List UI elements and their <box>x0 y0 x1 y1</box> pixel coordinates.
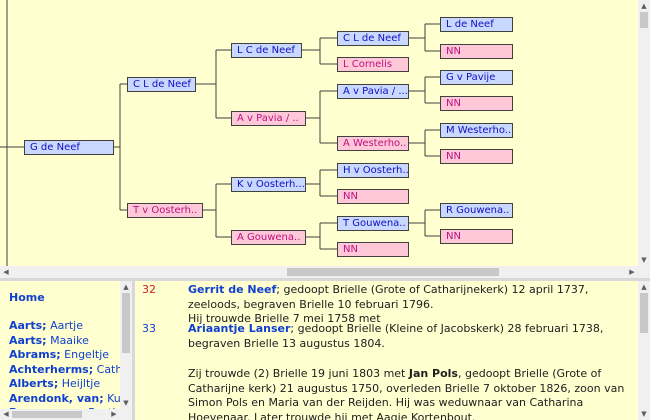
person-box-root[interactable]: G de Neef <box>24 140 114 155</box>
entry-text: Zij trouwde (2) Brielle 19 juni 1803 met <box>188 367 409 380</box>
person-entry: Ariaantje Lanser; gedoopt Brielle (Klein… <box>188 322 638 351</box>
index-surname: Aarts; <box>9 319 47 332</box>
index-surname: Alberts; <box>9 377 59 390</box>
person-box-father[interactable]: C L de Neef <box>127 77 196 92</box>
entry-text: , gedoopt Brielle (Grote of <box>457 367 602 380</box>
entry-line: Hij trouwde Brielle 7 mei 1758 met <box>188 312 381 325</box>
scroll-up-icon[interactable]: ▲ <box>123 283 129 291</box>
index-given: Heijltje <box>61 377 101 390</box>
person-box-gen2-3[interactable]: K v Oosterh... <box>231 177 306 192</box>
person-box-gen4-2[interactable]: NN <box>440 44 513 59</box>
entry-text: ; gedoopt Brielle (Kleine of Jacobskerk)… <box>290 322 604 335</box>
index-surname: Aarts; <box>9 333 47 347</box>
ancestor-number: 32 <box>142 283 156 296</box>
marriage-entry: Zij trouwde (2) Brielle 19 juni 1803 met… <box>188 367 638 420</box>
person-box-gen4-8[interactable]: NN <box>440 229 513 244</box>
tree-vertical-scrollbar[interactable]: ▲ ▼ <box>638 0 650 278</box>
index-given: Maaike <box>50 333 89 347</box>
scroll-thumb[interactable] <box>12 411 82 418</box>
index-given: Cath <box>96 362 121 376</box>
person-box-gen4-5[interactable]: M Westerho.. <box>440 123 513 138</box>
person-box-gen3-7[interactable]: T Gouwena.. <box>337 216 409 231</box>
index-vertical-scrollbar[interactable]: ▲ ▼ <box>120 281 132 409</box>
scroll-thumb[interactable] <box>122 293 130 353</box>
person-box-mother[interactable]: T v Oosterh.. <box>127 203 203 218</box>
scroll-down-icon[interactable]: ▼ <box>641 256 647 264</box>
name-index-pane: Home Aarts; Aartje Aarts; Maaike Abrams;… <box>0 281 132 420</box>
entry-line: Hoevenaar. Later trouwde hij met Aagje K… <box>188 410 476 420</box>
person-box-gen4-4[interactable]: NN <box>440 96 513 111</box>
person-box-gen4-3[interactable]: G v Pavije <box>440 70 513 85</box>
index-surname: Arendonk, van; <box>9 391 104 405</box>
index-entry[interactable]: Aarts; Maaike <box>9 334 121 349</box>
scroll-thumb[interactable] <box>287 268 499 276</box>
person-box-gen2-1[interactable]: L C de Neef <box>231 43 302 58</box>
scroll-down-icon[interactable]: ▼ <box>641 410 647 418</box>
person-box-gen2-2[interactable]: A v Pavia / .. <box>231 111 306 126</box>
person-box-gen3-2[interactable]: L Cornelis <box>337 57 409 72</box>
scroll-up-icon[interactable]: ▲ <box>641 2 647 10</box>
scroll-up-icon[interactable]: ▲ <box>641 283 647 291</box>
index-entry[interactable]: Arendonk, van; Ku <box>9 392 121 407</box>
index-horizontal-scrollbar[interactable]: ◀ ▶ <box>0 409 132 420</box>
entry-line: Catharijne kerk) 21 augustus 1750, overl… <box>188 381 625 395</box>
home-link[interactable]: Home <box>9 291 45 304</box>
index-given: Aartje <box>50 319 84 332</box>
scroll-right-icon[interactable]: ▶ <box>629 268 635 276</box>
pedigree-chart: G de Neef C L de Neef T v Oosterh.. L C … <box>0 0 513 266</box>
index-surname: Abrams; <box>9 348 61 361</box>
tree-connectors <box>0 0 440 266</box>
pane-divider[interactable] <box>132 281 135 420</box>
index-entry[interactable]: Aarts; Aartje <box>9 319 121 334</box>
person-box-gen3-5[interactable]: H v Oosterh.. <box>337 163 409 178</box>
person-box-gen3-1[interactable]: C L de Neef <box>337 31 409 46</box>
detail-pane: 32 Gerrit de Neef; gedoopt Brielle (Grot… <box>135 281 638 420</box>
entry-line: begraven Brielle 13 augustus 1804. <box>188 336 385 350</box>
person-box-gen2-4[interactable]: A Gouwena.. <box>231 230 306 245</box>
index-given: Engeltje <box>64 348 110 361</box>
person-box-gen3-6[interactable]: NN <box>337 189 409 204</box>
scroll-down-icon[interactable]: ▼ <box>123 399 129 407</box>
ancestor-number: 33 <box>142 322 156 335</box>
person-box-gen3-4[interactable]: A Westerho.. <box>337 136 409 151</box>
scroll-right-icon[interactable]: ▶ <box>111 410 117 418</box>
entry-line: zeeloods, begraven Brielle 10 februari 1… <box>188 297 434 311</box>
entry-line: Zij trouwde (2) Brielle 19 juni 1803 met… <box>188 367 638 382</box>
person-name-link[interactable]: Ariaantje Lanser <box>188 322 291 335</box>
name-index-list: Aarts; Aartje Aarts; Maaike Abrams; Enge… <box>9 319 121 420</box>
person-box-gen4-7[interactable]: R Gouwena.. <box>440 203 513 218</box>
index-surname: Achterherms; <box>9 362 94 376</box>
scroll-left-icon[interactable]: ◀ <box>3 410 9 418</box>
person-box-gen3-8[interactable]: NN <box>337 242 409 257</box>
scroll-thumb[interactable] <box>640 12 648 28</box>
person-box-gen3-3[interactable]: A v Pavia / ... <box>337 84 409 99</box>
person-box-gen4-6[interactable]: NN <box>440 149 513 164</box>
person-entry: Gerrit de Neef; gedoopt Brielle (Grote o… <box>188 283 638 327</box>
entry-text: ; gedoopt Brielle (Grote of Catharijneke… <box>276 283 589 296</box>
scroll-left-icon[interactable]: ◀ <box>3 268 9 276</box>
index-entry[interactable]: Abrams; Engeltje <box>9 348 121 363</box>
entry-line: Ariaantje Lanser; gedoopt Brielle (Klein… <box>188 322 638 337</box>
person-name-link[interactable]: Gerrit de Neef <box>188 283 277 296</box>
detail-vertical-scrollbar[interactable]: ▲ ▼ <box>638 281 650 420</box>
entry-line: Simon Pols en Maria van der Reijden. Hij… <box>188 396 584 409</box>
scroll-thumb[interactable] <box>640 293 648 333</box>
tree-horizontal-scrollbar[interactable]: ◀ ▶ <box>0 266 638 278</box>
person-box-gen4-1[interactable]: L de Neef <box>440 17 513 32</box>
index-entry[interactable]: Alberts; Heijltje <box>9 377 121 392</box>
index-entry[interactable]: Achterherms; Cath <box>9 363 121 378</box>
person-name-link[interactable]: Jan Pols <box>408 367 458 380</box>
index-given: Ku <box>107 391 121 405</box>
entry-line: Gerrit de Neef; gedoopt Brielle (Grote o… <box>188 283 638 298</box>
pane-divider[interactable] <box>0 278 650 281</box>
